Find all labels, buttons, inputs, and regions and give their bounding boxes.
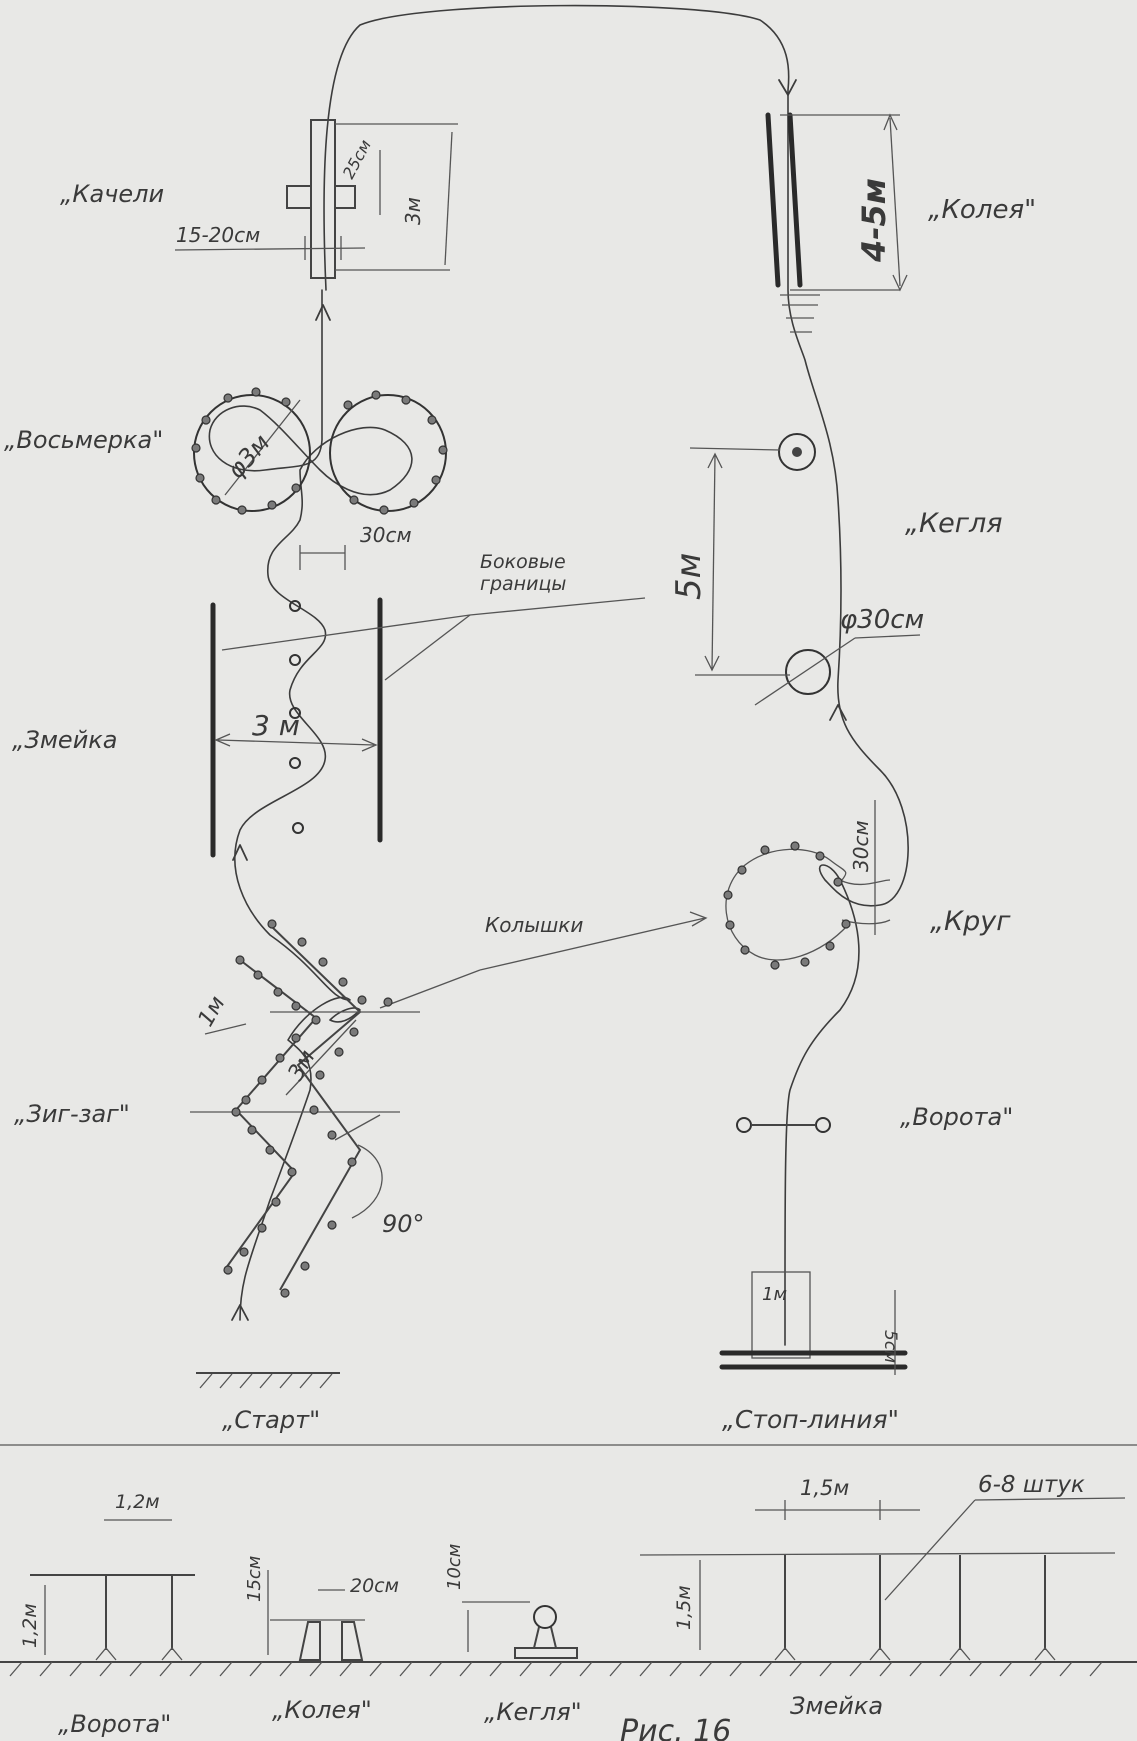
path-arrows	[231, 79, 847, 1321]
detail-vorota-width: 1,2м	[115, 1491, 160, 1513]
dim-zigzag-1m: 1м	[194, 992, 231, 1031]
detail-zmeyka-count: 6-8 штук	[978, 1472, 1085, 1498]
stop-line	[719, 1271, 908, 1375]
circle-pegs	[723, 841, 851, 970]
label-bokovye-2: границы	[480, 573, 566, 595]
label-vorota: „Ворота"	[900, 1103, 1013, 1131]
eight-pegs	[191, 387, 448, 515]
zigzag-obstacle	[190, 911, 708, 1298]
caption-vorota: „Ворота"	[58, 1710, 171, 1738]
pin-bottom	[785, 649, 831, 695]
detail-zmeyka	[639, 1497, 1126, 1661]
label-zmeyka: „Змейка	[12, 726, 118, 754]
vosmerka-obstacle	[191, 387, 448, 570]
kacheli-obstacle	[174, 119, 458, 279]
detail-labels: 1,2м 1,2м 15см 20см 10см 1,5м 1,5м 6-8 ш…	[19, 1472, 1085, 1741]
vorota-obstacle	[736, 1117, 831, 1133]
dimension-labels: 25см 3м 15-20см 4-5м φ3м 30см 5м φ30см 3…	[176, 137, 924, 1364]
caption-koleya: „Колея"	[272, 1696, 372, 1724]
dim-eight-diameter: φ3м	[222, 429, 276, 484]
detail-kegla-height: 10см	[444, 1544, 465, 1590]
label-bokovye-1: Боковые	[480, 551, 566, 573]
swing-pivot-right	[334, 185, 356, 209]
zmeyka-obstacle	[210, 597, 646, 858]
detail-koleya-width: 20см	[350, 1575, 399, 1597]
label-kolyshki: Колышки	[485, 913, 583, 937]
rut-rail-right	[787, 112, 803, 288]
ground-line	[0, 1661, 1137, 1677]
detail-vorota	[30, 1519, 195, 1661]
figure-caption: Рис. 16	[620, 1714, 731, 1741]
label-kachel: „Качели	[60, 180, 164, 208]
label-vosmerka: „Восьмерка"	[4, 426, 163, 454]
label-start: „Старт"	[222, 1406, 320, 1434]
detail-zmeyka-height: 1,5м	[673, 1585, 695, 1630]
swing-plank	[310, 119, 336, 279]
dim-zigzag-3m: 3м	[284, 1046, 321, 1085]
dim-pin-diameter: φ30см	[840, 605, 924, 635]
dim-angle: 90°	[382, 1210, 425, 1238]
caption-kegla: „Кегля"	[484, 1698, 582, 1726]
caption-zmeyka: Змейка	[790, 1692, 883, 1720]
dim-eight-gap: 30см	[360, 523, 412, 547]
dim-3m-swing: 3м	[401, 197, 425, 225]
dim-pin-distance: 5м	[669, 553, 709, 600]
label-zigzag: „Зиг-заг"	[14, 1100, 130, 1128]
krug-obstacle	[723, 800, 891, 970]
detail-zmeyka-width: 1,5м	[800, 1476, 849, 1500]
label-koleya: „Колея"	[928, 195, 1036, 225]
start-line	[196, 1372, 340, 1389]
label-keglya: „Кегля	[905, 508, 1002, 539]
detail-keglya	[462, 1601, 578, 1659]
koleya-obstacle	[765, 112, 908, 333]
dim-koleya-length: 4-5м	[855, 178, 893, 263]
dim-25cm: 25см	[339, 137, 375, 182]
pin-top	[778, 433, 816, 471]
detail-vorota-height: 1,2м	[19, 1603, 41, 1648]
dim-stop-5cm: 5см	[880, 1330, 900, 1363]
snake-cones	[289, 600, 304, 834]
dim-krug-30: 30см	[849, 820, 873, 872]
rut-rail-left	[765, 112, 781, 288]
keglya-obstacle	[689, 433, 921, 706]
dim-stop-1m: 1м	[762, 1284, 787, 1305]
detail-koleya-height: 15см	[244, 1556, 265, 1602]
zigzag-pegs	[223, 919, 393, 1298]
label-stop-liniya: „Стоп-линия"	[722, 1405, 899, 1434]
label-krug: „Круг	[930, 906, 1011, 937]
course-path	[208, 4, 909, 1346]
dim-swing-width: 15-20см	[176, 223, 260, 247]
swing-pivot-left	[286, 185, 312, 209]
obstacle-labels: „Качели „Колея" „Восьмерка" „Кегля Боков…	[4, 180, 1036, 1434]
detail-koleya	[267, 1570, 365, 1661]
dim-snake-width: 3 м	[252, 709, 300, 742]
